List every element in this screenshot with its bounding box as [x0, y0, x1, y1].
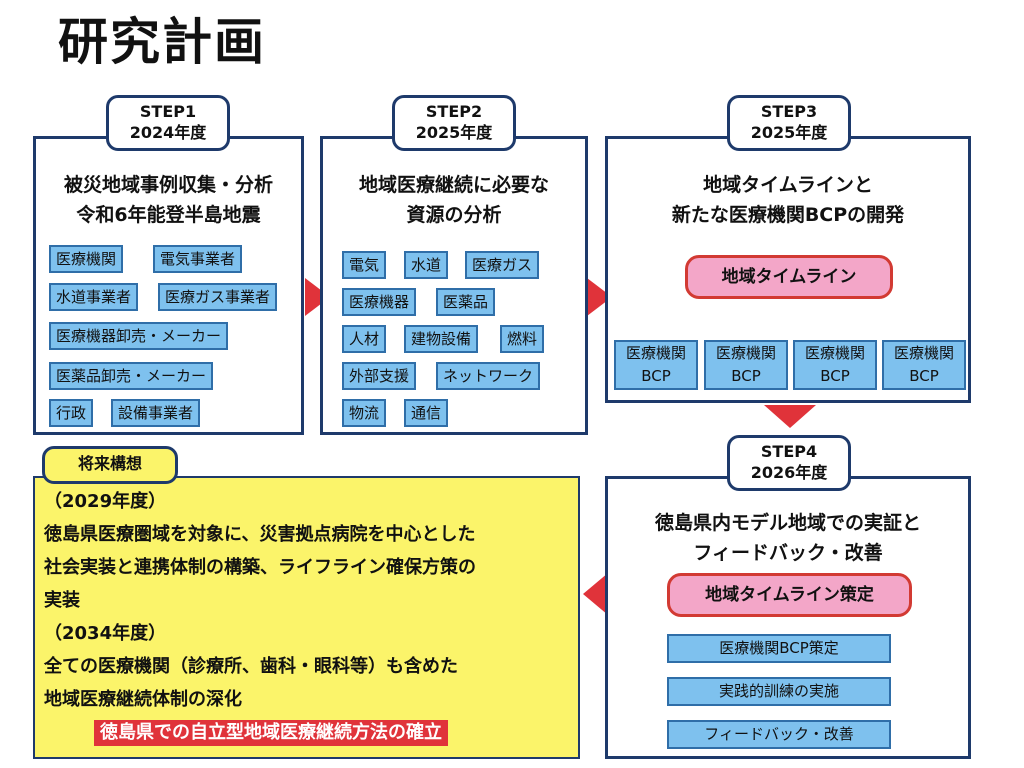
step2-label: STEP2 2025年度: [392, 95, 516, 151]
step2-heading-line1: 地域医療継続に必要な: [358, 174, 549, 196]
step1-heading-line2: 令和6年能登半島地震: [76, 204, 261, 226]
step2-tag: 建物設備: [404, 325, 479, 353]
step4-panel: [605, 476, 971, 759]
bcp-line1: 医療機関: [893, 344, 954, 362]
step2-tag: 医療機器: [342, 288, 417, 316]
future-line: 実装: [44, 590, 80, 611]
step4-heading: 徳島県内モデル地域での実証と フィードバック・改善: [608, 508, 968, 568]
future-line: 地域医療継続体制の深化: [44, 689, 242, 710]
future-line: （2029年度）: [44, 491, 167, 512]
step3-bcp-box: 医療機関 BCP: [704, 340, 788, 390]
step4-label: STEP4 2026年度: [727, 435, 851, 491]
step4-label-step: STEP4: [760, 442, 818, 461]
step4-item: 医療機関BCP策定: [667, 634, 891, 663]
step4-label-year: 2026年度: [750, 463, 828, 482]
step1-heading: 被災地域事例収集・分析 令和6年能登半島地震: [36, 170, 301, 230]
bcp-line1: 医療機関: [715, 344, 776, 362]
future-panel: [33, 476, 580, 759]
step2-label-year: 2025年度: [415, 123, 493, 142]
step1-heading-line1: 被災地域事例収集・分析: [63, 174, 273, 196]
step3-heading-line1: 地域タイムラインと: [703, 174, 873, 196]
step3-label-year: 2025年度: [750, 123, 828, 142]
bcp-line2: BCP: [909, 367, 939, 385]
step2-tag: 水道: [404, 251, 449, 279]
bcp-line1: 医療機関: [625, 344, 686, 362]
step2-tag: 燃料: [500, 325, 545, 353]
future-line: （2034年度）: [44, 623, 167, 644]
step4-item: 実践的訓練の実施: [667, 677, 891, 706]
step4-heading-line1: 徳島県内モデル地域での実証と: [654, 512, 921, 534]
step3-heading: 地域タイムラインと 新たな医療機関BCPの開発: [608, 170, 968, 230]
step1-tag: 設備事業者: [111, 399, 201, 427]
step2-heading-line2: 資源の分析: [406, 204, 502, 226]
arrow-left-icon: [583, 573, 608, 615]
step2-heading: 地域医療継続に必要な 資源の分析: [323, 170, 585, 230]
step2-tag: 外部支援: [342, 362, 417, 390]
step1-tag: 水道事業者: [49, 283, 139, 311]
step2-tag: 通信: [404, 399, 449, 427]
bcp-line2: BCP: [820, 367, 850, 385]
future-text: （2029年度） 徳島県医療圏域を対象に、災害拠点病院を中心とした 社会実装と連…: [44, 485, 574, 716]
step4-timeline-pill: 地域タイムライン策定: [667, 573, 912, 617]
step2-tag: ネットワーク: [436, 362, 541, 390]
future-line: 徳島県医療圏域を対象に、災害拠点病院を中心とした: [44, 524, 476, 545]
step1-tag: 医療ガス事業者: [158, 283, 278, 311]
step4-item: フィードバック・改善: [667, 720, 891, 749]
future-line: 社会実装と連携体制の構築、ライフライン確保方策の: [44, 557, 476, 578]
step3-label-step: STEP3: [760, 102, 818, 121]
step2-tag: 物流: [342, 399, 387, 427]
future-line: 全ての医療機関（診療所、歯科・眼科等）も含めた: [44, 656, 458, 677]
step2-tag: 医療ガス: [465, 251, 540, 279]
step3-heading-line2: 新たな医療機関BCPの開発: [671, 204, 905, 226]
step3-timeline-pill: 地域タイムライン: [685, 255, 893, 299]
step1-label-step: STEP1: [139, 102, 197, 121]
conclusion-banner: 徳島県での自立型地域医療継続方法の確立: [94, 720, 448, 746]
arrow-right-icon: [305, 278, 330, 316]
bcp-line2: BCP: [731, 367, 761, 385]
step2-tag: 人材: [342, 325, 387, 353]
step1-tag: 医療機関: [49, 245, 124, 273]
page-title: 研究計画: [58, 13, 266, 71]
step1-tag: 医薬品卸売・メーカー: [49, 362, 214, 390]
step3-bcp-box: 医療機関 BCP: [882, 340, 966, 390]
arrow-right-icon: [587, 278, 612, 316]
future-label: 将来構想: [42, 446, 178, 484]
step1-tag: 電気事業者: [153, 245, 243, 273]
step1-label: STEP1 2024年度: [106, 95, 230, 151]
step2-tag: 医薬品: [436, 288, 496, 316]
arrow-down-icon: [764, 405, 816, 428]
step3-bcp-box: 医療機関 BCP: [793, 340, 877, 390]
step3-bcp-box: 医療機関 BCP: [614, 340, 698, 390]
step1-tag: 医療機器卸売・メーカー: [49, 322, 229, 350]
step4-heading-line2: フィードバック・改善: [693, 542, 883, 564]
step3-label: STEP3 2025年度: [727, 95, 851, 151]
step1-tag: 行政: [49, 399, 94, 427]
bcp-line1: 医療機関: [804, 344, 865, 362]
step1-label-year: 2024年度: [129, 123, 207, 142]
step2-tag: 電気: [342, 251, 387, 279]
step2-label-step: STEP2: [425, 102, 483, 121]
bcp-line2: BCP: [641, 367, 671, 385]
